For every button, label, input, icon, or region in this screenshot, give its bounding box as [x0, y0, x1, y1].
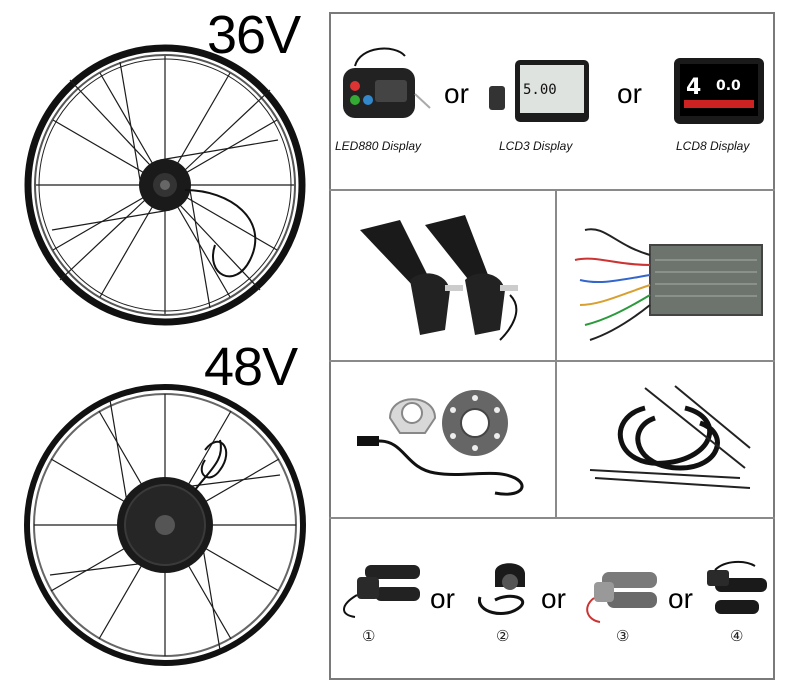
or-label: or [617, 78, 642, 109]
throttle-2-image [478, 563, 525, 616]
throttle-number-2: ② [496, 627, 510, 645]
voltage-label-48v: 48V [204, 337, 298, 397]
display-caption-lcd3: LCD3 Display [499, 139, 573, 153]
controller-image [574, 228, 763, 341]
throttle-1-image [343, 565, 420, 618]
throttle-number-1: ① [362, 627, 376, 645]
cables-ties-image [589, 385, 751, 489]
lcd8-display-image: 4 0.0 [674, 58, 764, 124]
display-caption-led880: LED880 Display [335, 139, 422, 153]
pas-sensor-image [357, 390, 524, 496]
or-label: or [430, 583, 455, 614]
wheel-48v-image [24, 384, 306, 666]
voltage-label-36v: 36V [207, 5, 301, 65]
throttle-3-image [586, 572, 657, 623]
grid-divider [555, 189, 557, 517]
grid-divider [329, 189, 775, 191]
display-caption-lcd8: LCD8 Display [676, 139, 750, 153]
throttle-number-3: ③ [616, 627, 630, 645]
lcd8-readout-left: 4 [686, 75, 701, 100]
throttle-number-4: ④ [730, 627, 744, 645]
brake-levers-image [360, 215, 518, 341]
lcd8-readout-right: 0.0 [716, 78, 741, 94]
or-label: or [444, 78, 469, 109]
grid-divider [329, 517, 775, 519]
led880-display-image [343, 47, 431, 118]
throttle-4-image [707, 560, 767, 614]
or-label: or [541, 583, 566, 614]
lcd3-readout: 5.00 [523, 82, 557, 98]
wheel-36v-image [24, 44, 306, 326]
parts-grid [329, 12, 775, 680]
or-label: or [668, 583, 693, 614]
grid-divider [329, 360, 775, 362]
lcd3-display-image: 5.00 [489, 60, 589, 122]
